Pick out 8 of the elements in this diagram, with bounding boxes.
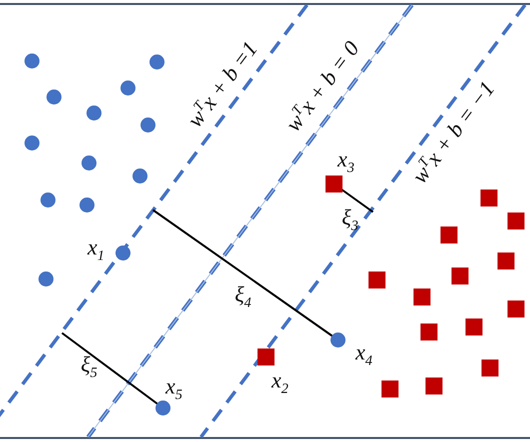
math-label: x$_{1}$ [88, 236, 104, 264]
math-label: x$_{2}$ [272, 370, 288, 396]
math-label: ξ$_{4}$ [234, 284, 252, 310]
math-label: ξ$_{3}$ [342, 206, 358, 234]
math-label: ξ$_{5}$ [80, 354, 98, 380]
math-label: x$_{5}$ [166, 376, 182, 402]
math-label: x$_{4}$ [356, 342, 372, 368]
math-label: x$_{3}$ [338, 148, 354, 176]
